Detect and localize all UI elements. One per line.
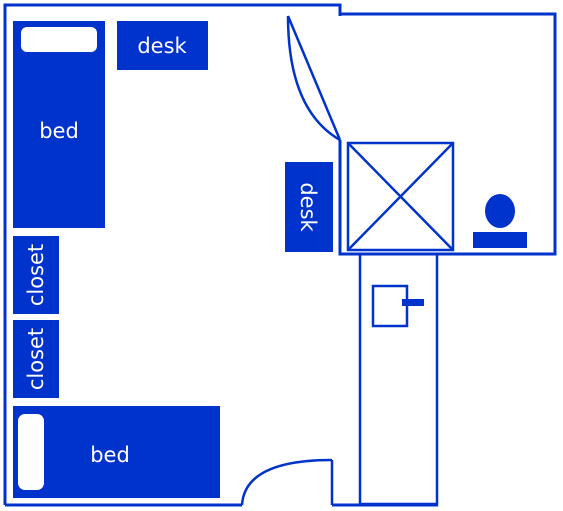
storage-label: storage: [370, 392, 394, 472]
bed-bottom: [13, 406, 220, 498]
desk-top-label: desk: [137, 34, 187, 58]
shower-cross-b: [347, 142, 454, 251]
sink-counter: [473, 232, 527, 248]
closet-upper: [13, 236, 59, 314]
cubicle-storage: [358, 252, 439, 506]
storage-cabinet: [371, 284, 409, 328]
desk-side-label: desk: [296, 182, 320, 232]
top-door-arc: [286, 15, 341, 142]
cubicle-label: cubicle: [397, 395, 421, 469]
desk-side: [285, 162, 333, 252]
shower: [346, 141, 455, 252]
bed-top-label: bed: [39, 119, 79, 143]
bed-bottom-label: bed: [90, 443, 130, 467]
desk-top: [117, 21, 208, 70]
pillow-bottom: [18, 414, 44, 490]
bed-top: [13, 21, 105, 228]
closet-upper-label: closet: [24, 244, 48, 306]
bathroom-wall: [338, 12, 557, 256]
closet-lower-label: closet: [24, 328, 48, 390]
closet-lower: [13, 320, 59, 398]
storage-handle: [402, 299, 424, 306]
top-door-leaf: [286, 15, 342, 141]
room-wall: [3, 3, 342, 505]
sink-basin: [485, 194, 515, 228]
bottom-door-arc: [240, 458, 333, 506]
pillow-top: [21, 27, 97, 52]
